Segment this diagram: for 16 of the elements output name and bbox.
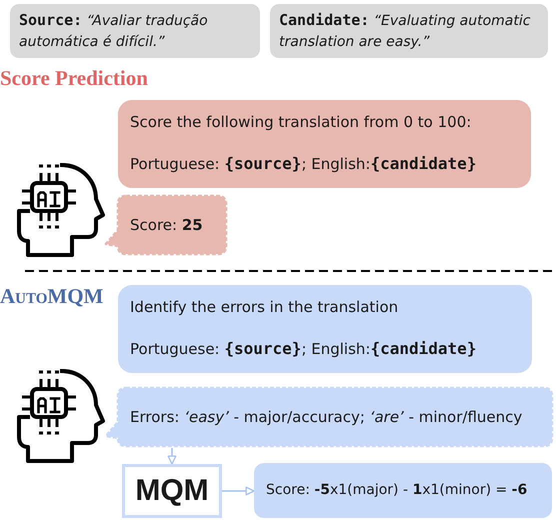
prompt-bubble	[118, 100, 531, 188]
errors-text: Errors: ‘easy’ - major/accuracy; ‘are’ - minor/fluency	[130, 407, 522, 427]
mqm-box: MQM	[122, 464, 222, 518]
template-text: Portuguese: {source}; English:{candidate}	[130, 339, 476, 359]
template-text: Portuguese: {source}; English:{candidate}	[130, 154, 476, 174]
arrow	[168, 448, 176, 465]
section-heading: AutoMQM	[0, 284, 104, 308]
source-sentence-card: Source: “Avaliar tradução automática é difícil.”	[10, 4, 260, 58]
score-result-card: Score: -5x1(major) - 1x1(minor) = -6	[254, 463, 552, 518]
score-text: Score: 25	[130, 215, 203, 235]
candidate-sentence-card: Candidate: “Evaluating automatic translation are easy.”	[270, 4, 548, 58]
instruction-text: Score the following translation from 0 to 100:	[130, 112, 472, 132]
instruction-text: Identify the errors in the translation	[130, 297, 398, 317]
arrow	[222, 486, 255, 496]
prompt-bubble	[118, 285, 532, 373]
section-heading: Score Prediction	[0, 66, 148, 90]
